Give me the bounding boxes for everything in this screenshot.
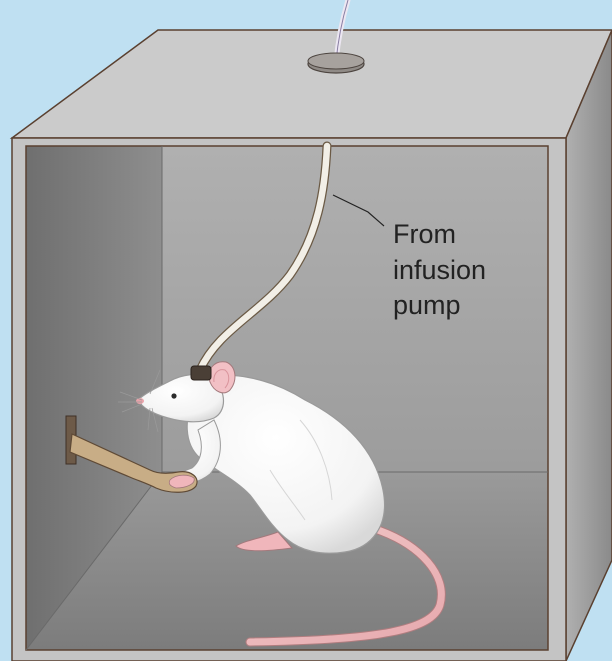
annotation-line-1: From bbox=[393, 219, 456, 249]
annotation-line-2: infusion bbox=[393, 255, 486, 285]
rat-nose bbox=[136, 398, 144, 404]
annotation-line-3: pump bbox=[393, 290, 461, 320]
chamber-top-panel bbox=[12, 30, 612, 138]
rat-eye bbox=[171, 393, 176, 398]
chamber-right-panel bbox=[566, 30, 612, 661]
cannula-headcap bbox=[191, 366, 211, 380]
